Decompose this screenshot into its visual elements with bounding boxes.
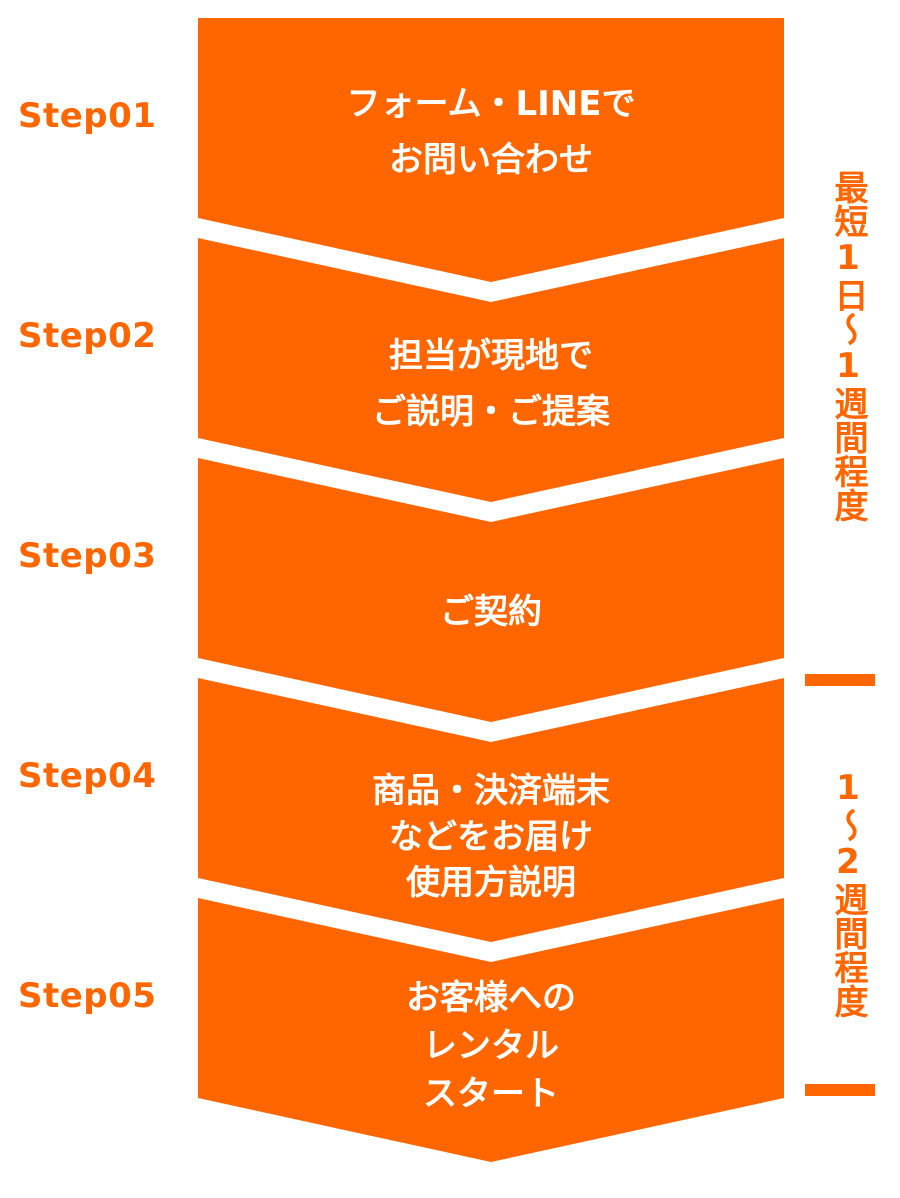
duration-1-text: 最短1日〜1週間程度 <box>828 170 868 522</box>
step-02-label: Step02 <box>18 316 157 356</box>
step-05-line-3: スタート <box>423 1074 559 1114</box>
step-01-arrow <box>198 18 784 282</box>
step-04-line-2: などをお届け <box>389 817 593 857</box>
step-02-line-1: 担当が現地で <box>389 336 593 376</box>
step-04-line-1: 商品・決済端末 <box>372 771 610 811</box>
step-02-text: 担当が現地で ご説明・ご提案 <box>198 328 784 440</box>
step-01-label: Step01 <box>18 96 157 136</box>
step-01-line-2: お問い合わせ <box>389 140 593 180</box>
duration-separator-2 <box>805 1084 875 1096</box>
step-05-label: Step05 <box>18 976 157 1016</box>
step-04-label: Step04 <box>18 756 157 796</box>
duration-separator-1 <box>805 674 875 686</box>
step-05-line-2: レンタル <box>423 1026 559 1066</box>
step-04-line-3: 使用方説明 <box>406 863 576 903</box>
step-05-text: お客様への レンタル スタート <box>198 974 784 1118</box>
step-04-text: 商品・決済端末 などをお届け 使用方説明 <box>198 768 784 906</box>
duration-2-text: 1〜2週間程度 <box>828 768 868 1018</box>
step-01-line-1: フォーム・LINEで <box>346 84 636 124</box>
step-02-arrow <box>198 238 784 502</box>
step-03-text: ご契約 <box>198 584 784 640</box>
step-04-arrow <box>198 678 784 942</box>
step-03-label: Step03 <box>18 536 157 576</box>
step-01-text: フォーム・LINEで お問い合わせ <box>198 76 784 188</box>
step-03-arrow <box>198 458 784 722</box>
step-05-arrow <box>198 898 784 1162</box>
step-05-line-1: お客様への <box>406 978 576 1018</box>
step-03-line-1: ご契約 <box>440 592 542 632</box>
step-02-line-2: ご説明・ご提案 <box>372 392 610 432</box>
